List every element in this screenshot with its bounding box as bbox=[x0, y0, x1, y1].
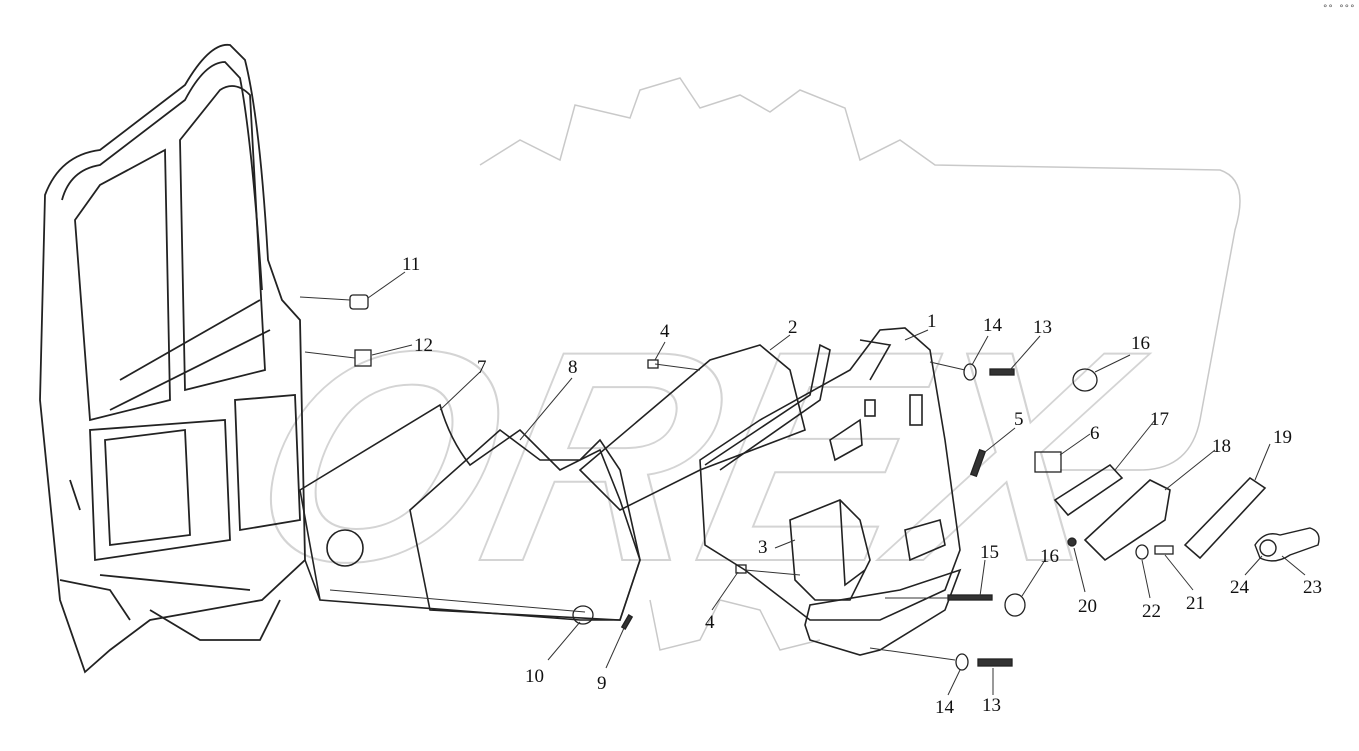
part-14-washer-b bbox=[955, 653, 969, 671]
part-5-spring bbox=[969, 448, 987, 478]
part-15-bolt bbox=[947, 594, 993, 601]
callout-22: 22 bbox=[1142, 601, 1161, 622]
callout-23: 23 bbox=[1303, 577, 1322, 598]
callout-12: 12 bbox=[414, 335, 433, 356]
lower-trim bbox=[804, 568, 962, 656]
callout-14-top: 14 bbox=[983, 315, 1002, 336]
part-18-handle-bracket bbox=[1083, 479, 1171, 562]
part-4-screw-b bbox=[735, 564, 747, 574]
watermark-gear bbox=[479, 77, 1241, 651]
part-23-24-winder-handle bbox=[1254, 527, 1320, 562]
callout-3: 3 bbox=[758, 537, 768, 558]
callout-21: 21 bbox=[1186, 593, 1205, 614]
part-6-latch bbox=[1034, 451, 1062, 473]
callout-16-bottom: 16 bbox=[1040, 546, 1059, 567]
callout-17: 17 bbox=[1150, 409, 1169, 430]
callout-13-bottom: 13 bbox=[982, 695, 1001, 716]
callout-8: 8 bbox=[568, 357, 578, 378]
callout-5: 5 bbox=[1014, 409, 1024, 430]
part-10-knob bbox=[572, 605, 594, 625]
callout-16-top: 16 bbox=[1131, 333, 1150, 354]
callout-1: 1 bbox=[927, 311, 937, 332]
callout-18: 18 bbox=[1212, 436, 1231, 457]
callout-24: 24 bbox=[1230, 577, 1249, 598]
callout-4-bottom: 4 bbox=[705, 612, 715, 633]
part-11-clip bbox=[349, 294, 369, 310]
part-13-bolt bbox=[989, 368, 1015, 376]
part-1-inner-panel bbox=[699, 327, 961, 621]
part-22-washer bbox=[1135, 544, 1149, 560]
callout-11: 11 bbox=[402, 254, 421, 275]
part-20-ring bbox=[1067, 537, 1077, 547]
callout-19: 19 bbox=[1273, 427, 1292, 448]
watermark-text: OREX bbox=[227, 289, 1164, 624]
corner-mark: °° °°° bbox=[1322, 4, 1355, 14]
callout-4-top: 4 bbox=[660, 321, 670, 342]
callout-20: 20 bbox=[1078, 596, 1097, 617]
part-17-strip bbox=[1053, 463, 1124, 517]
part-16-plug bbox=[1072, 368, 1098, 392]
callout-14-bottom: 14 bbox=[935, 697, 954, 718]
callout-10: 10 bbox=[525, 666, 544, 687]
callout-15: 15 bbox=[980, 542, 999, 563]
part-3-pocket bbox=[789, 499, 871, 601]
part-8-trim-panel bbox=[409, 428, 641, 621]
door-frame bbox=[39, 44, 306, 674]
part-13-bolt-b bbox=[977, 658, 1013, 667]
callout-7: 7 bbox=[477, 357, 487, 378]
callout-13-top: 13 bbox=[1033, 317, 1052, 338]
part-19-cover-strip bbox=[1183, 476, 1267, 560]
part-21-screw bbox=[1154, 545, 1174, 555]
leader-lines bbox=[299, 271, 1306, 696]
callout-2: 2 bbox=[788, 317, 798, 338]
part-16-plug-b bbox=[1004, 593, 1026, 617]
part-14-washer bbox=[963, 363, 977, 381]
callout-9: 9 bbox=[597, 673, 607, 694]
callout-6: 6 bbox=[1090, 423, 1100, 444]
